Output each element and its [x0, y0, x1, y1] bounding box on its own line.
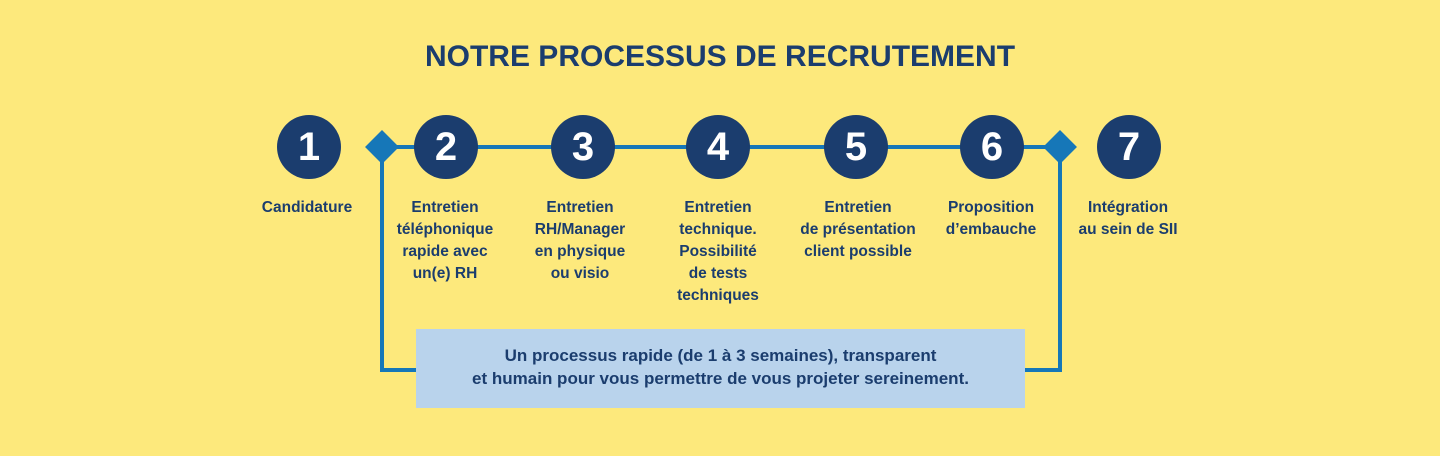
step-1-circle: 1 [277, 115, 341, 179]
step-3-label: Entretien RH/Manager en physique ou visi… [534, 199, 626, 282]
connector-right-bracket [1025, 147, 1062, 372]
step-6-circle: 6 [960, 115, 1024, 179]
step-2-circle: 2 [414, 115, 478, 179]
step-3-circle: 3 [551, 115, 615, 179]
step-2-label: Entretien téléphonique rapide avec un(e)… [396, 199, 494, 282]
step-7-circle: 7 [1097, 115, 1161, 179]
step-1-label: Candidature [261, 199, 353, 216]
step-4-circle: 4 [686, 115, 750, 179]
step-4-label: Entretien technique. Possibilité de test… [677, 199, 759, 304]
summary-box: Un processus rapide (de 1 à 3 semaines),… [416, 329, 1025, 408]
connector-left-bracket [380, 147, 416, 372]
right-diamond-marker [1043, 130, 1077, 164]
step-7-label: Intégration au sein de SII [1078, 199, 1178, 238]
step-5-circle: 5 [824, 115, 888, 179]
step-5-label: Entretien de présentation client possibl… [800, 199, 916, 260]
step-6-label: Proposition d’embauche [945, 199, 1037, 238]
diagram-title: NOTRE PROCESSUS DE RECRUTEMENT [424, 40, 1016, 73]
left-diamond-marker [365, 130, 399, 164]
